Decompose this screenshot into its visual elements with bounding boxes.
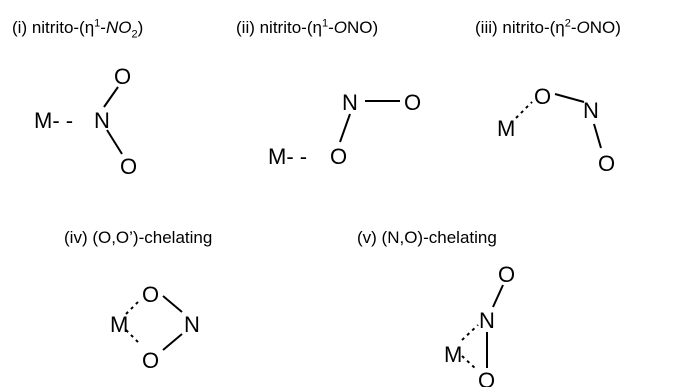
bond-o-n xyxy=(162,333,183,351)
bond-m-o xyxy=(515,101,533,119)
atom-nitrogen: N xyxy=(184,312,200,337)
atom-metal: M xyxy=(497,116,515,141)
label-mode-ii-sup: 1 xyxy=(321,17,329,30)
atom-oxygen: O xyxy=(120,154,137,179)
bond-o-n xyxy=(339,113,351,143)
label-mode-i-italic: NO xyxy=(105,18,132,37)
label-mode-i-sup: 1 xyxy=(94,17,101,30)
bond-m-n xyxy=(461,324,479,341)
atom-metal: M xyxy=(444,342,462,367)
atom-oxygen: O xyxy=(478,368,495,387)
atom-oxygen: O xyxy=(142,282,159,307)
bond-o-n xyxy=(554,93,585,103)
label-mode-i-sub: 2 xyxy=(131,28,138,41)
bond-n-o xyxy=(593,123,602,149)
structure-mode-iii: M O N O xyxy=(497,84,615,176)
bond-n-o xyxy=(103,86,119,108)
label-mode-ii-italic: O xyxy=(333,18,347,37)
atom-oxygen: O xyxy=(404,90,421,115)
label-mode-i-mid: - xyxy=(100,18,106,37)
atom-metal: M- - xyxy=(34,108,73,133)
label-mode-i-prefix: (i) nitrito-(η xyxy=(12,18,95,37)
atom-oxygen: O xyxy=(114,64,131,89)
label-mode-iv: (iv) (O,O’)-chelating xyxy=(64,228,213,247)
atom-nitrogen: N xyxy=(479,308,495,333)
bond-n-o xyxy=(492,284,504,308)
label-mode-ii: (ii) nitrito-(η1-ONO) xyxy=(236,18,378,38)
bond-o-n xyxy=(162,295,183,313)
structure-mode-iv: M O O N xyxy=(110,282,200,373)
bond-m-o xyxy=(125,299,141,315)
atom-metal: M- - xyxy=(268,144,307,169)
label-mode-iii-mid: - xyxy=(570,18,577,37)
atom-nitrogen: N xyxy=(94,108,110,133)
atom-oxygen: O xyxy=(534,84,551,109)
bond-n-o xyxy=(106,129,123,155)
label-mode-iii-italic: O xyxy=(576,18,590,37)
structure-mode-v: O N M O xyxy=(444,262,515,387)
bond-m-o xyxy=(125,329,141,345)
atom-oxygen: O xyxy=(598,151,615,176)
label-mode-iii-sup: 2 xyxy=(564,17,571,30)
label-mode-iii-suffix: NO) xyxy=(589,18,621,37)
label-mode-ii-suffix: NO) xyxy=(346,18,379,37)
atom-metal: M xyxy=(110,312,128,337)
label-mode-iii: (iii) nitrito-(η2-ONO) xyxy=(475,18,621,38)
atom-oxygen: O xyxy=(142,348,159,373)
atom-oxygen: O xyxy=(498,262,515,287)
label-mode-i: (i) nitrito-(η1-NO2) xyxy=(12,17,144,41)
label-mode-v: (v) (N,O)-chelating xyxy=(357,228,497,247)
label-mode-iii-prefix: (iii) nitrito-(η xyxy=(475,18,565,37)
label-mode-ii-prefix: (ii) nitrito-(η xyxy=(236,18,322,37)
structure-mode-i: M- - N O O xyxy=(34,64,137,179)
structure-mode-ii: M- - O N O xyxy=(268,90,421,169)
label-mode-i-suffix: ) xyxy=(137,18,144,37)
atom-nitrogen: N xyxy=(342,90,358,115)
bond-m-o xyxy=(461,355,477,370)
label-mode-ii-mid: - xyxy=(328,18,334,37)
atom-nitrogen: N xyxy=(583,98,599,123)
atom-oxygen: O xyxy=(330,144,347,169)
